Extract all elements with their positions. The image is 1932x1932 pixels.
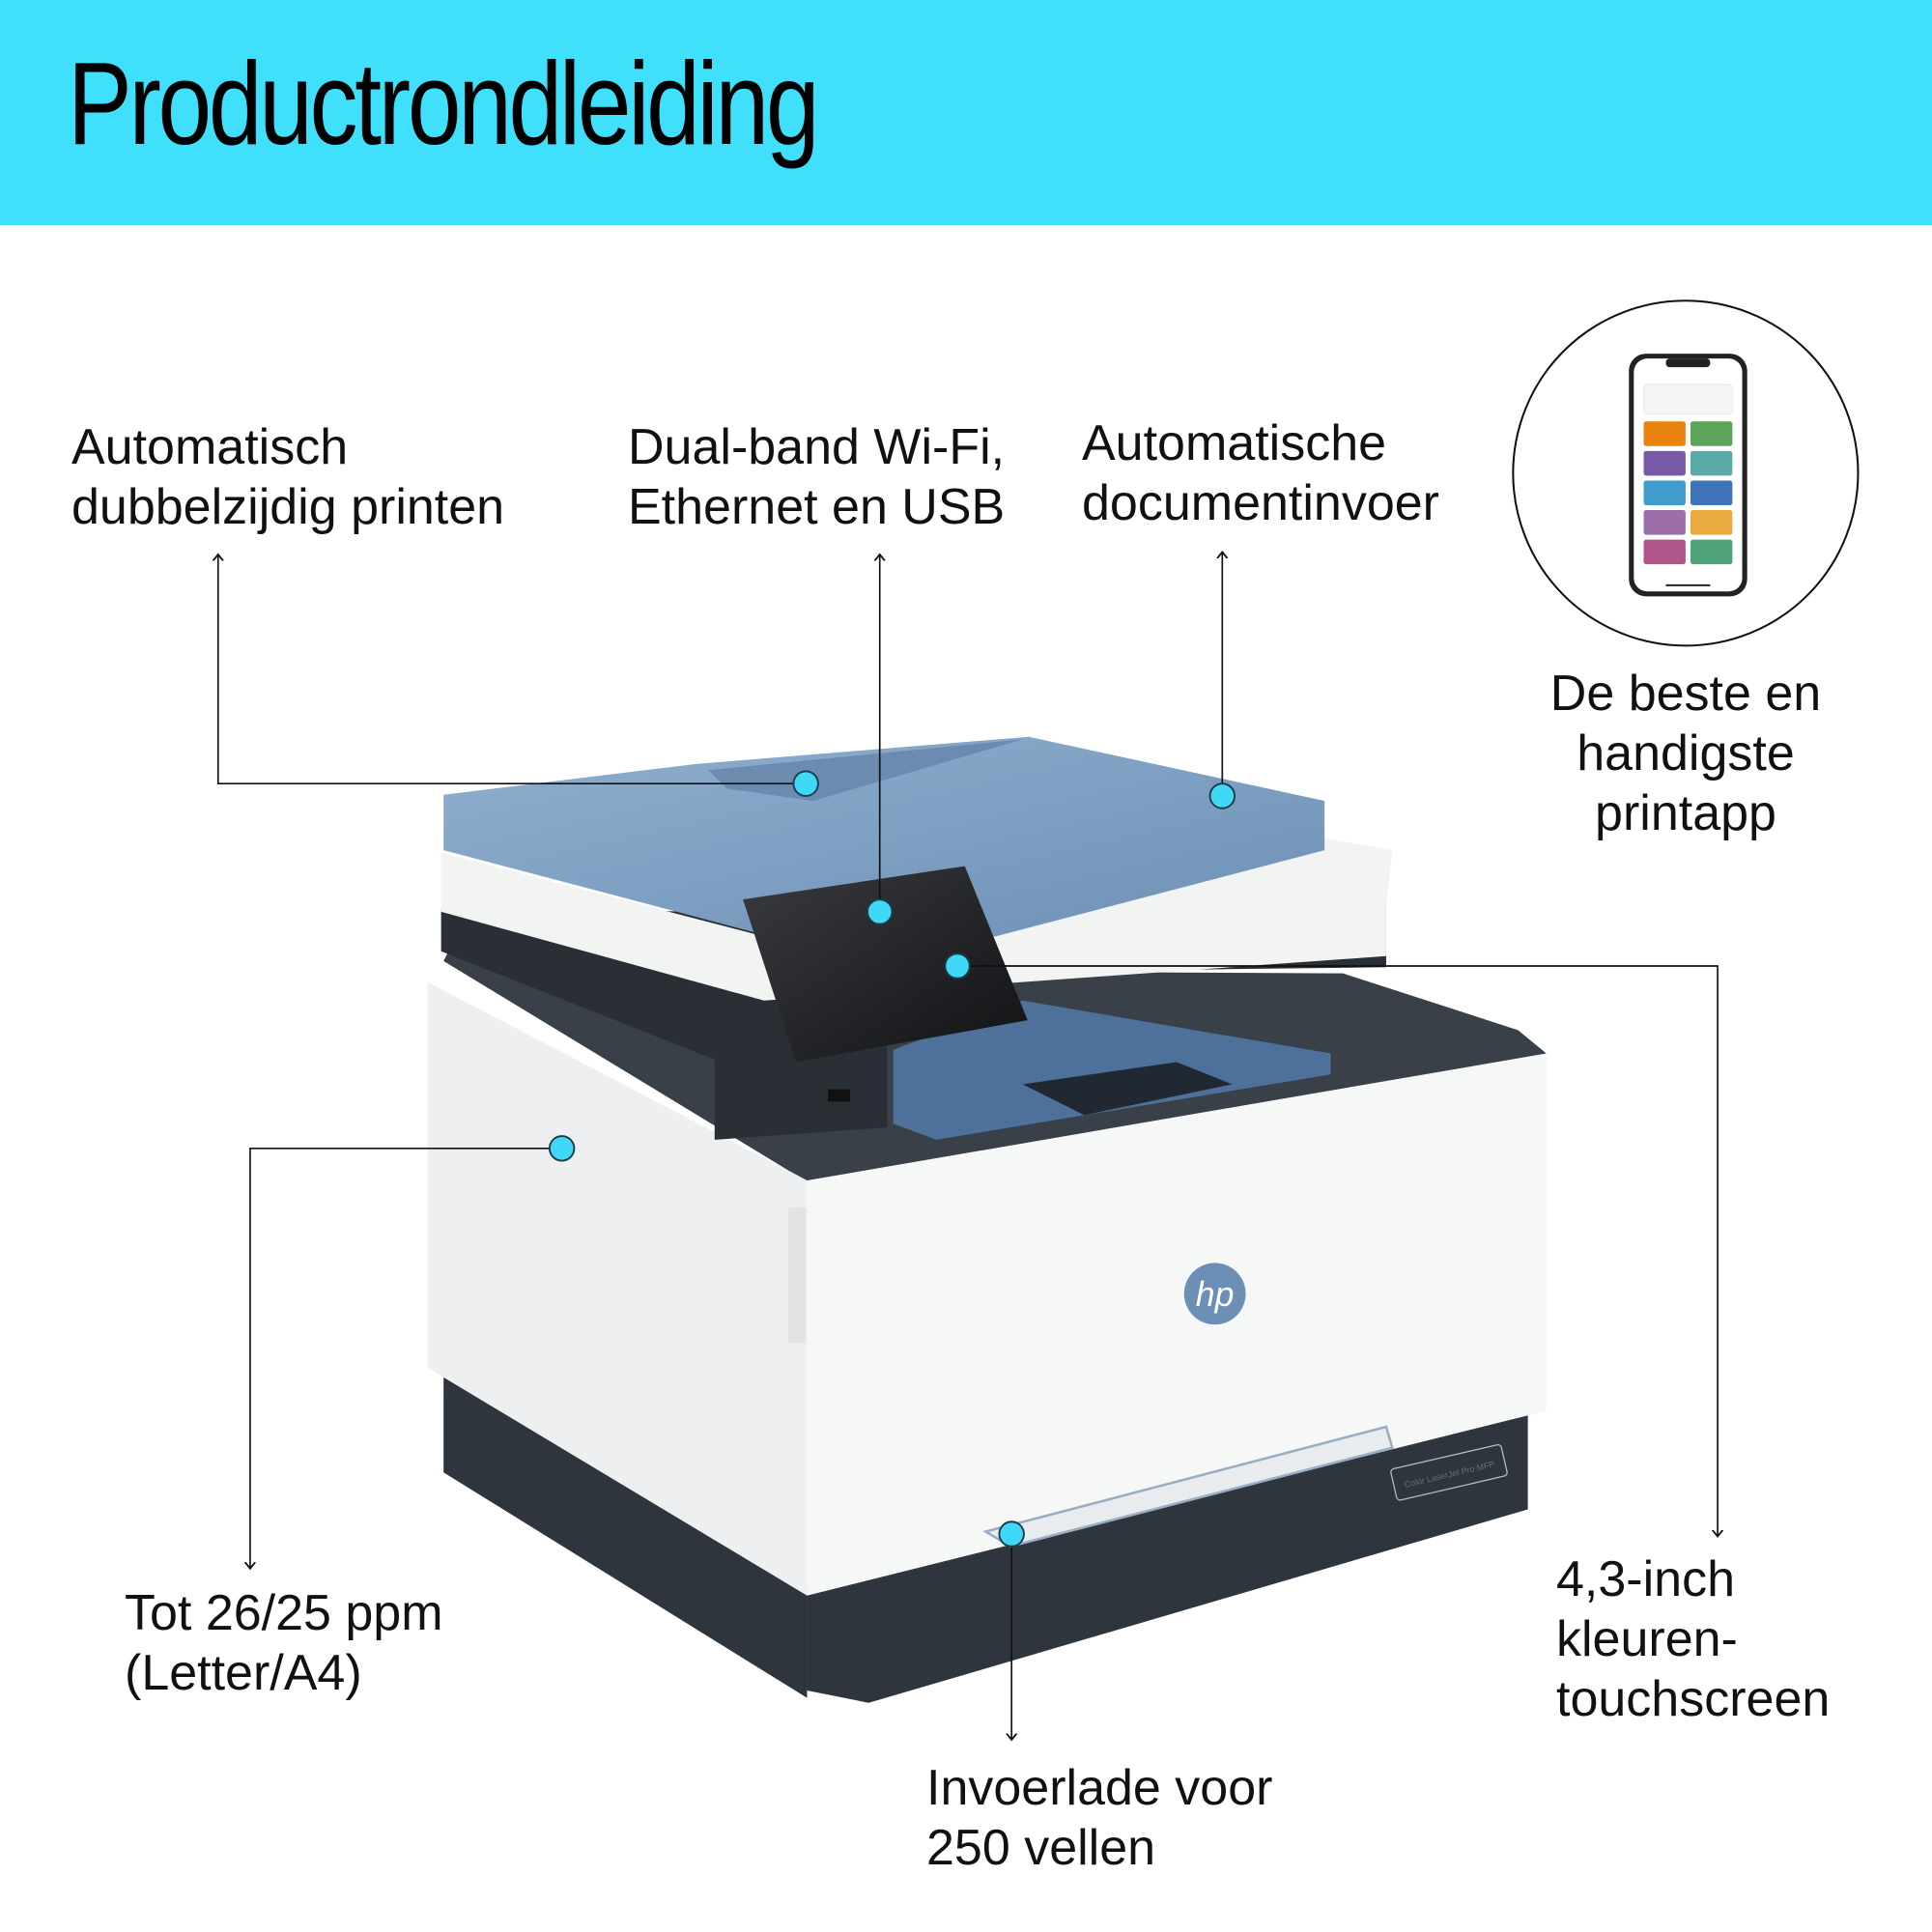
printer: Color LaserJet Pro MFP hp: [427, 736, 1547, 1703]
callout-tray: Invoerlade voor 250 vellen: [926, 1758, 1272, 1878]
callout-line: printapp: [1595, 785, 1776, 841]
callout-line: documentinvoer: [1082, 475, 1439, 531]
callout-line: De beste en: [1549, 666, 1822, 722]
marker-tray: [998, 1520, 1025, 1548]
speed-leader: [250, 1147, 562, 1569]
callout-line: dubbelzijdig printen: [71, 479, 505, 535]
callout-line: kleuren-: [1556, 1611, 1738, 1667]
callout-lines: [218, 552, 1718, 1740]
marker-duplex: [792, 770, 819, 797]
hp-logo-icon: hp: [1183, 1263, 1246, 1325]
marker-speed: [548, 1135, 576, 1162]
callout-line: Ethernet en USB: [628, 479, 1006, 535]
callout-line: (Letter/A4): [125, 1645, 362, 1701]
callout-line: Dual-band Wi-Fi,: [628, 419, 1006, 475]
callout-markers: [548, 770, 1236, 1548]
page-title: Productrondleiding: [68, 38, 819, 169]
marker-adf: [1208, 782, 1236, 810]
smartphone-icon: [1629, 354, 1747, 597]
marker-touchscreen: [944, 952, 971, 980]
usb-port-icon: [828, 1089, 851, 1102]
hp-logo-text: hp: [1196, 1275, 1235, 1314]
callout-line: 4,3-inch: [1556, 1551, 1735, 1607]
callout-line: Automatisch: [71, 419, 349, 475]
callout-duplex: Automatisch dubbelzijdig printen: [71, 417, 504, 537]
callout-line: 250 vellen: [926, 1820, 1156, 1876]
callout-line: handigste: [1577, 725, 1795, 781]
callout-connectivity: Dual-band Wi-Fi, Ethernet en USB: [628, 417, 1005, 537]
header-banner: Productrondleiding: [0, 0, 1932, 225]
callout-line: Invoerlade voor: [926, 1760, 1273, 1816]
callout-line: Automatische: [1082, 415, 1387, 471]
app-circle: [1512, 299, 1860, 647]
callout-app: De beste en handigste printapp: [1550, 664, 1821, 843]
marker-connectivity: [867, 898, 894, 925]
touchscreen-leader: [957, 965, 1718, 1537]
callout-touchscreen: 4,3-inch kleuren- touchscreen: [1556, 1549, 1830, 1729]
callout-line: touchscreen: [1556, 1671, 1831, 1727]
callout-line: Tot 26/25 ppm: [125, 1585, 443, 1641]
callout-speed: Tot 26/25 ppm (Letter/A4): [125, 1583, 443, 1703]
callout-adf: Automatische documentinvoer: [1082, 413, 1439, 533]
duplex-leader: [218, 554, 807, 785]
